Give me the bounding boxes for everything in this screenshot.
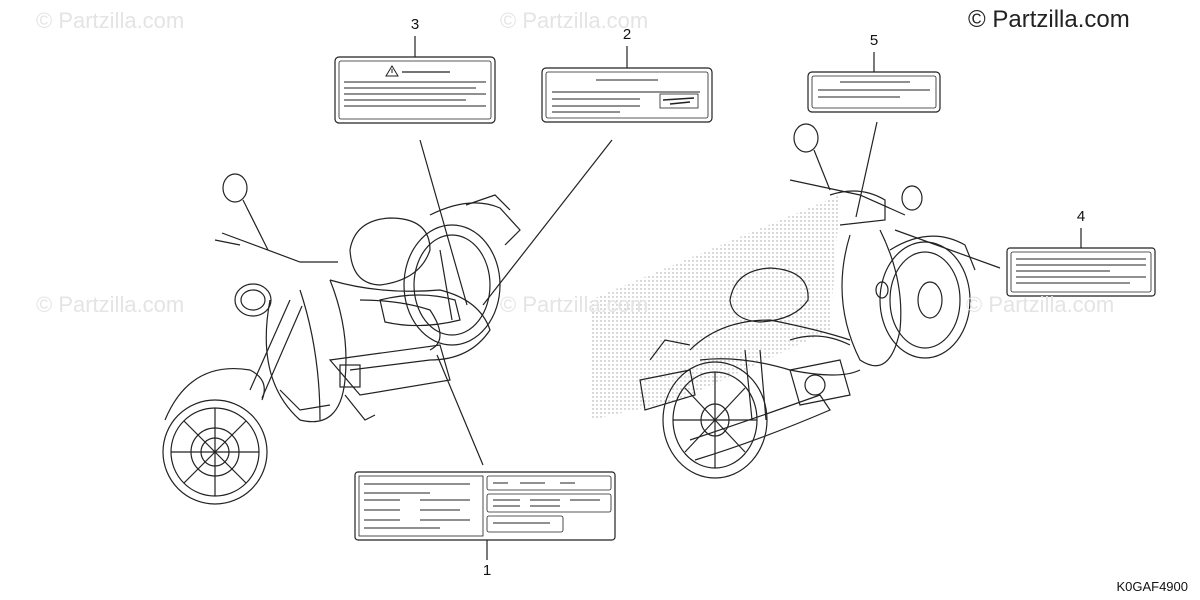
motorcycle-front-view [162, 173, 521, 505]
callout-1: 1 [482, 562, 492, 579]
warning-triangle-icon [385, 65, 399, 77]
callout-4: 4 [1076, 208, 1086, 225]
leader-2 [482, 139, 613, 306]
label-5-graphic [807, 71, 941, 113]
watermark: © Partzilla.com [500, 8, 649, 33]
leader-3 [419, 139, 468, 306]
leader-5 [855, 121, 878, 218]
leader-lines [414, 36, 1082, 560]
brand-logo-text: © Partzilla.com [968, 6, 1130, 33]
leader-1 [436, 354, 484, 466]
watermark: © Partzilla.com [36, 8, 185, 33]
callout-3: 3 [410, 16, 420, 33]
label-4-graphic [1006, 247, 1156, 297]
callout-2: 2 [622, 26, 632, 43]
label-3-graphic [334, 56, 496, 124]
watermark: © Partzilla.com [500, 292, 649, 317]
diagram-code: K0GAF4900 [1116, 579, 1188, 594]
callout-5: 5 [869, 32, 879, 49]
leader-4 [894, 229, 1001, 269]
stipple-shading [590, 195, 840, 420]
watermark: © Partzilla.com [36, 292, 185, 317]
label-2-graphic [541, 67, 713, 123]
motorcycle-rear-view [639, 123, 976, 479]
watermark: © Partzilla.com [966, 292, 1115, 317]
label-1-graphic [354, 471, 616, 541]
